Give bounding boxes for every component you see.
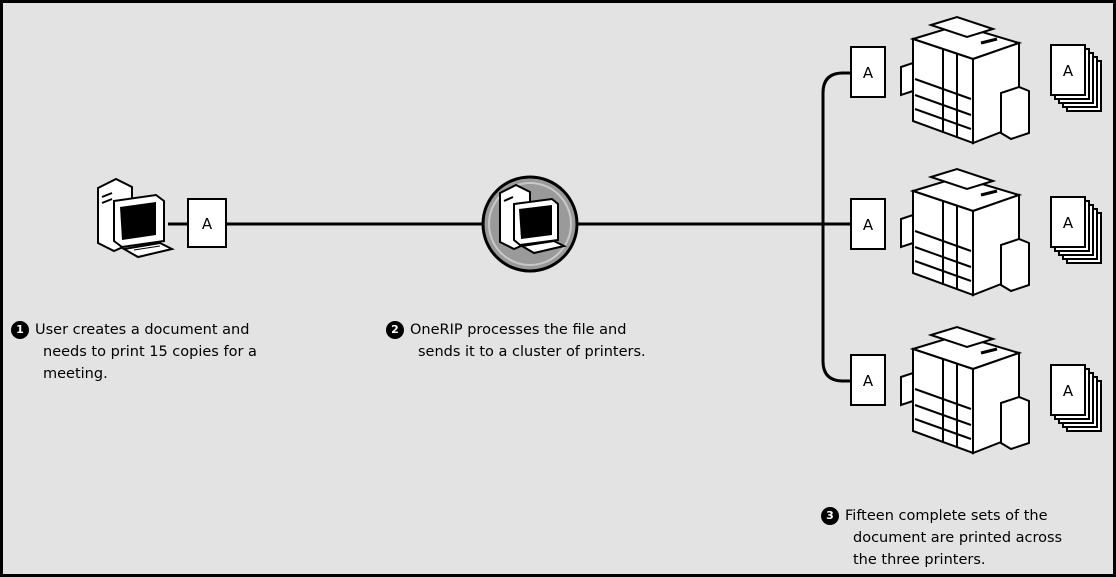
onerip-server-icon — [481, 175, 579, 273]
step-2-line-1: OneRIP processes the file and — [410, 322, 627, 338]
step-2-number-badge: 2 — [386, 321, 404, 339]
document-letter: A — [863, 216, 874, 234]
step-1-number-badge: 1 — [11, 321, 29, 339]
document-letter: A — [863, 64, 874, 82]
printer-2-output-stack: A — [1050, 196, 1102, 264]
print-workflow-diagram: A A A A — [97, 15, 1102, 455]
document-letter: A — [1063, 214, 1074, 232]
printer-1-output-stack: A — [1050, 44, 1102, 112]
printer-2-icon — [900, 167, 1030, 297]
document-letter: A — [1063, 62, 1074, 80]
user-workstation-icon — [97, 177, 175, 259]
document-letter: A — [1063, 382, 1074, 400]
printer-3-inbound-document: A — [850, 354, 886, 406]
printer-1-inbound-document: A — [850, 46, 886, 98]
step-3-line-2: document are printed across — [853, 530, 1063, 546]
step-1-line-3: meeting. — [43, 366, 108, 382]
step-3-line-1: Fifteen complete sets of the — [845, 508, 1048, 524]
step-3-number-badge: 3 — [821, 507, 839, 525]
printer-1-icon — [900, 15, 1030, 145]
step-1-line-1: User creates a document and — [35, 322, 250, 338]
network-lines — [168, 71, 851, 383]
document-letter: A — [863, 372, 874, 390]
step-1-caption: 1 User creates a document and needs to pr… — [11, 319, 257, 385]
printer-3-output-stack: A — [1050, 364, 1102, 432]
user-document: A — [187, 198, 227, 248]
step-1-line-2: needs to print 15 copies for a — [43, 344, 257, 360]
step-2-line-2: sends it to a cluster of printers. — [418, 344, 646, 360]
document-letter: A — [202, 215, 213, 233]
step-2-caption: 2 OneRIP processes the file and sends it … — [386, 319, 646, 363]
step-3-line-3: the three printers. — [853, 552, 986, 568]
step-3-caption: 3 Fifteen complete sets of the document a… — [821, 505, 1062, 571]
printer-2-inbound-document: A — [850, 198, 886, 250]
printer-3-icon — [900, 325, 1030, 455]
